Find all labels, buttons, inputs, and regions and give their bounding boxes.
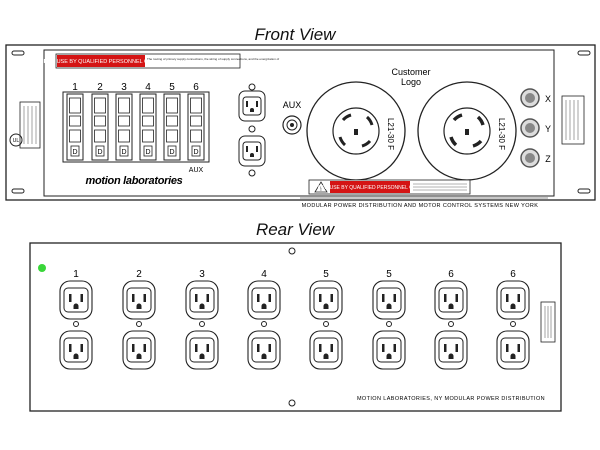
- rear-column-numbers: 1 2 3 4 5 5 6 6: [73, 269, 516, 280]
- aux-jack: AUX: [282, 100, 302, 135]
- rear-outlet: [122, 280, 156, 320]
- rear-outlet: [185, 330, 219, 370]
- warning-bottom-text: FOR USE BY QUALIFIED PERSONNEL ONLY: [318, 185, 423, 191]
- breaker-number: 4: [145, 82, 151, 93]
- rear-column-number: 6: [448, 269, 454, 280]
- phase-label-z: Z: [545, 154, 551, 164]
- rear-column-number: 3: [199, 269, 205, 280]
- breaker-aux-label: AUX: [189, 167, 204, 174]
- rear-outlet: [372, 330, 406, 370]
- breaker-numbers: 1 2 3 4 5 6: [72, 82, 199, 93]
- rear-outlet: [496, 280, 530, 320]
- rear-view-title: Rear View: [255, 220, 335, 239]
- rear-column-number: 1: [73, 269, 79, 280]
- customer-logo-line2: Logo: [401, 77, 421, 87]
- breaker-number: 6: [193, 82, 199, 93]
- warning-top-note: The routing of primary supply connection…: [147, 57, 279, 61]
- rear-outlet: [496, 330, 530, 370]
- connector-label-1: L21-30 F: [386, 118, 395, 150]
- rear-column-number: 5: [323, 269, 329, 280]
- brand-logo: motion laboratories: [86, 175, 183, 187]
- rear-outlet: [309, 280, 343, 320]
- phase-label-y: Y: [545, 124, 551, 134]
- breaker-1: [66, 93, 84, 161]
- breaker-number: 1: [72, 82, 78, 93]
- rear-column-number: 5: [386, 269, 392, 280]
- breaker-5: [163, 93, 181, 161]
- front-outlet: [238, 90, 266, 122]
- rear-outlet: [434, 280, 468, 320]
- warning-label-top: FOR USE BY QUALIFIED PERSONNEL ONLY The …: [43, 53, 279, 69]
- rear-outlet: [434, 330, 468, 370]
- twist-lock-connector-2: L21-30 F: [417, 81, 517, 181]
- status-led: [38, 264, 46, 272]
- rear-column-number: 2: [136, 269, 142, 280]
- front-footer: MODULAR POWER DISTRIBUTION AND MOTOR CON…: [302, 203, 539, 209]
- breaker-4: [139, 93, 157, 161]
- front-panel: UL: [5, 44, 596, 201]
- rear-duplex-outlets: [59, 280, 530, 370]
- phase-indicators: X Y Z: [520, 88, 551, 168]
- circuit-breakers: AUX: [62, 91, 210, 174]
- svg-text:UL: UL: [13, 138, 20, 144]
- rear-outlet: [122, 330, 156, 370]
- rear-outlet: [247, 330, 281, 370]
- warning-top-text: FOR USE BY QUALIFIED PERSONNEL ONLY: [43, 59, 158, 65]
- rear-column-number: 6: [510, 269, 516, 280]
- warning-label-bottom: ! FOR USE BY QUALIFIED PERSONNEL ONLY: [308, 179, 471, 195]
- breaker-6: [187, 93, 205, 161]
- rear-footer: MOTION LABORATORIES, NY MODULAR POWER DI…: [357, 396, 545, 402]
- rear-outlet: [59, 280, 93, 320]
- connector-label-2: L21-30 F: [497, 118, 506, 150]
- rear-column-number: 4: [261, 269, 267, 280]
- phase-label-x: X: [545, 94, 551, 104]
- rear-outlet: [185, 280, 219, 320]
- breaker-number: 3: [121, 82, 127, 93]
- front-outlet: [238, 135, 266, 167]
- breaker-3: [115, 93, 133, 161]
- rear-outlet: [59, 330, 93, 370]
- aux-label: AUX: [283, 100, 302, 110]
- front-view-title: Front View: [254, 25, 336, 44]
- rear-outlet: [309, 330, 343, 370]
- breaker-number: 5: [169, 82, 175, 93]
- twist-lock-connector-1: L21-30 F: [306, 81, 406, 181]
- breaker-2: [91, 93, 109, 161]
- rear-outlet: [247, 280, 281, 320]
- rear-outlet: [372, 280, 406, 320]
- front-duplex-outlets: [238, 83, 266, 177]
- customer-logo-line1: Customer: [391, 67, 430, 77]
- svg-text:!: !: [320, 187, 322, 193]
- rear-panel: [29, 242, 562, 412]
- breaker-number: 2: [97, 82, 103, 93]
